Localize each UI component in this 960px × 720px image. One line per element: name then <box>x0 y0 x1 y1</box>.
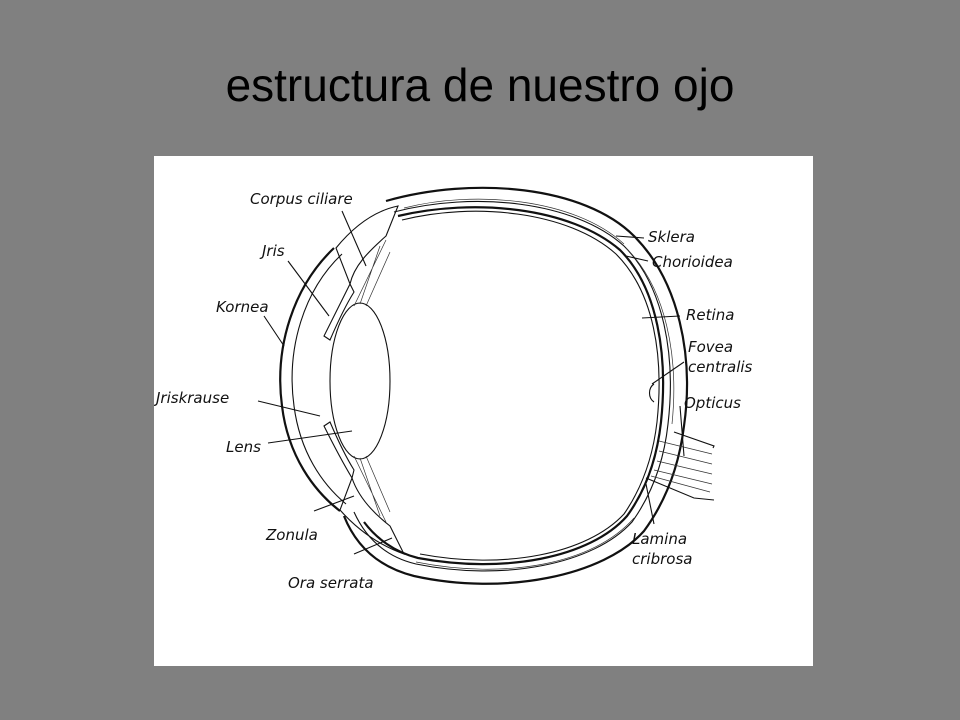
eye-anatomy-diagram: Corpus ciliare Jris Kornea Jriskrause Le… <box>154 156 813 666</box>
label-retina: Retina <box>686 306 734 324</box>
sclera-striation-2 <box>625 247 675 425</box>
eye-illustration: Corpus ciliare Jris Kornea Jriskrause Le… <box>154 186 753 592</box>
label-lamina-line1: Lamina <box>632 530 687 548</box>
label-iriskrause: Jriskrause <box>154 389 229 407</box>
label-sklera: Sklera <box>648 228 695 246</box>
label-lamina-line2: cribrosa <box>632 550 692 568</box>
ciliary-body-upper <box>335 205 399 286</box>
leader-lines <box>257 210 685 555</box>
optic-nerve-fibers <box>650 440 713 493</box>
label-corpus-ciliare: Corpus ciliare <box>250 190 353 208</box>
cornea-inner <box>291 253 347 505</box>
slide-title: estructura de nuestro ojo <box>225 59 735 111</box>
sclera-striation-1 <box>403 198 625 245</box>
chorioidea-layer <box>401 210 660 561</box>
label-kornea: Kornea <box>216 298 269 316</box>
label-zonula: Zonula <box>265 526 318 544</box>
label-lens: Lens <box>226 438 261 456</box>
ciliary-body-lower <box>339 476 406 555</box>
label-opticus: Opticus <box>684 394 741 412</box>
label-iris: Jris <box>259 242 285 260</box>
zonula-upper <box>353 239 391 307</box>
label-fovea-line2: centralis <box>688 358 753 376</box>
iris-upper <box>323 282 355 341</box>
iris-lower <box>323 421 355 480</box>
sclera-inner <box>353 200 671 572</box>
label-chorioidea: Chorioidea <box>652 253 733 271</box>
zonula-lower <box>353 455 391 523</box>
sclera-outer <box>342 186 689 585</box>
cornea <box>279 247 341 512</box>
label-fovea-line1: Fovea <box>688 338 733 356</box>
fovea-centralis <box>648 383 655 403</box>
optic-nerve-bottom <box>645 477 715 501</box>
label-ora-serrata: Ora serrata <box>288 574 374 592</box>
sclera-striation-3 <box>415 517 635 570</box>
retina-layer <box>363 206 665 566</box>
lens <box>329 302 391 460</box>
optic-nerve-top <box>673 431 715 449</box>
